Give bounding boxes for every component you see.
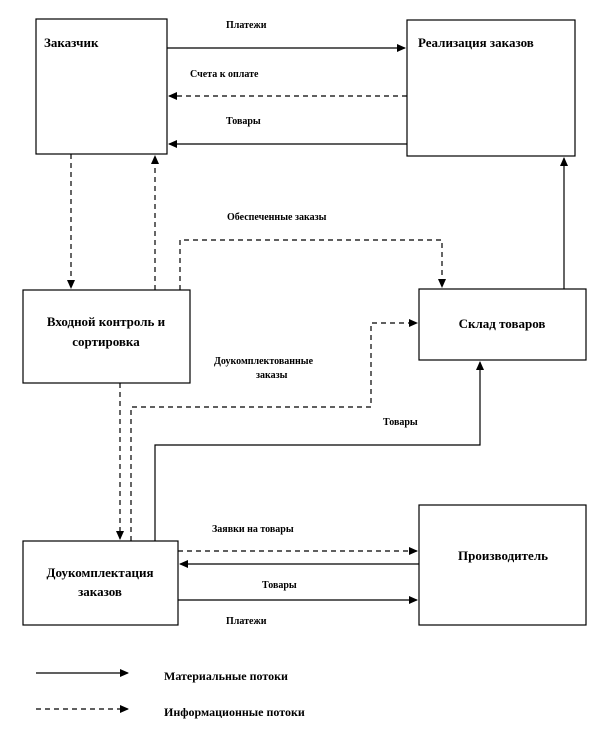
order-fulfillment-box: Реализация заказов <box>406 19 576 157</box>
customer-label: Заказчик <box>44 35 99 50</box>
legend: Материальные потоки Информационные поток… <box>36 669 305 719</box>
completion-label-line2: заказов <box>78 584 122 599</box>
incoming-control-box: Входной контроль и сортировка <box>22 289 191 384</box>
warehouse-label: Склад товаров <box>459 316 546 331</box>
goods-requests-label: Заявки на товары <box>212 524 294 535</box>
legend-material-label: Материальные потоки <box>164 669 288 683</box>
incoming-control-label-line1: Входной контроль и <box>47 314 166 329</box>
goods-middle-label: Товары <box>383 417 418 428</box>
order-fulfillment-label: Реализация заказов <box>418 35 534 50</box>
warehouse-box: Склад товаров <box>418 288 587 361</box>
incoming-control-label-line2: сортировка <box>72 334 140 349</box>
goods-to-warehouse-arrow <box>154 361 484 541</box>
completion-box: Доукомплектация заказов <box>22 540 179 626</box>
manufacturer-box: Производитель <box>418 504 587 626</box>
payments-bottom-label: Платежи <box>226 616 267 627</box>
legend-information-label: Информационные потоки <box>164 705 305 719</box>
completed-orders-label-line1: Доукомплектованные <box>214 356 314 367</box>
customer-box: Заказчик <box>35 18 168 155</box>
secured-orders-arrow <box>179 239 446 290</box>
payments-top-label: Платежи <box>226 20 267 31</box>
completed-orders-arrow <box>130 319 418 541</box>
completion-label-line1: Доукомплектация <box>47 565 154 580</box>
secured-orders-label: Обеспеченные заказы <box>227 212 327 223</box>
goods-top-label: Товары <box>226 116 261 127</box>
goods-bottom-label: Товары <box>262 580 297 591</box>
invoices-label: Счета к оплате <box>190 69 259 80</box>
completed-orders-label-line2: заказы <box>256 370 288 381</box>
manufacturer-label: Производитель <box>458 548 548 563</box>
